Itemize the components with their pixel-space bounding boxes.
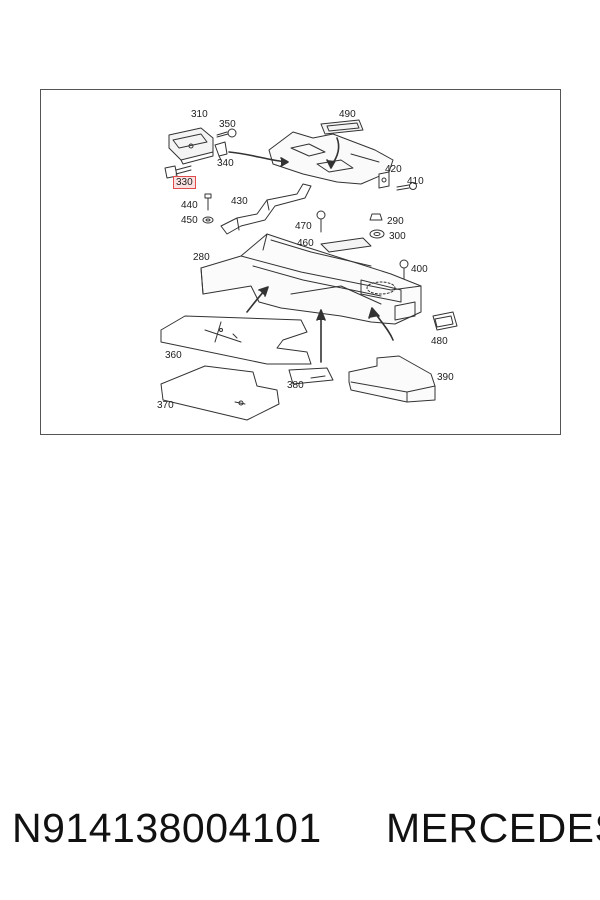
part-310-bracket	[168, 127, 214, 165]
callout-300[interactable]: 300	[389, 231, 406, 242]
part-410-screw	[396, 182, 417, 191]
part-490-cover	[320, 119, 364, 135]
part-480-button	[432, 311, 458, 331]
brand-name: MERCEDES	[386, 805, 600, 851]
callout-420[interactable]: 420	[385, 164, 402, 175]
callout-380[interactable]: 380	[287, 380, 304, 391]
part-290-nut	[369, 213, 383, 221]
part-350-screw	[216, 128, 237, 138]
part-300-grommet	[369, 229, 385, 239]
arrows-lower	[246, 286, 394, 363]
callout-350[interactable]: 350	[219, 119, 236, 130]
callout-330-highlighted[interactable]: 330	[173, 176, 196, 189]
parts-diagram: 310 350 490 340 330 420 410 440 430 450 …	[40, 89, 561, 435]
part-280-console	[200, 233, 422, 325]
part-number: N914138004101	[12, 805, 322, 851]
callout-410[interactable]: 410	[407, 176, 424, 187]
callout-290[interactable]: 290	[387, 216, 404, 227]
exploded-view-drawing	[160, 119, 458, 421]
callout-280[interactable]: 280	[193, 252, 210, 263]
part-370-mat	[160, 365, 280, 421]
part-460-insert	[320, 237, 372, 253]
part-420-plate	[378, 171, 390, 189]
callout-400[interactable]: 400	[411, 264, 428, 275]
part-380-pad	[288, 367, 334, 385]
part-360-mat	[160, 315, 312, 365]
arrow-top	[228, 137, 340, 169]
callout-470[interactable]: 470	[295, 221, 312, 232]
part-390-block	[348, 355, 436, 403]
callout-490[interactable]: 490	[339, 109, 356, 120]
callout-460[interactable]: 460	[297, 238, 314, 249]
callout-390[interactable]: 390	[437, 372, 454, 383]
part-430-bracket	[220, 183, 312, 235]
caption-bar: N914138004101 MERCEDES	[0, 805, 600, 865]
callout-360[interactable]: 360	[165, 350, 182, 361]
upper-console-panel	[268, 131, 394, 185]
part-450-washer	[202, 216, 214, 224]
callout-370[interactable]: 370	[157, 400, 174, 411]
callout-450[interactable]: 450	[181, 215, 198, 226]
part-470-screw	[316, 210, 326, 233]
callout-340[interactable]: 340	[217, 158, 234, 169]
part-440-bolt	[204, 193, 212, 211]
part-400-screw	[399, 259, 409, 281]
callout-430[interactable]: 430	[231, 196, 248, 207]
part-340-clip	[214, 141, 228, 161]
callout-480[interactable]: 480	[431, 336, 448, 347]
callout-310[interactable]: 310	[191, 109, 208, 120]
callout-440[interactable]: 440	[181, 200, 198, 211]
